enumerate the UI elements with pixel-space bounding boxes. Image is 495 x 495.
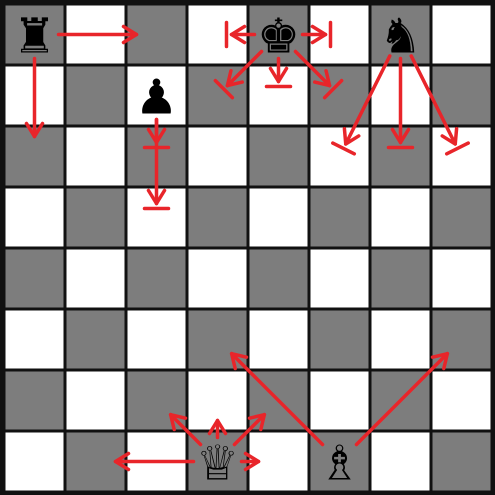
square-b2[interactable]: [65, 370, 126, 431]
square-d5[interactable]: [187, 187, 248, 248]
square-c4[interactable]: [126, 248, 187, 309]
square-h4[interactable]: [431, 248, 492, 309]
square-f3[interactable]: [309, 309, 370, 370]
black-king-icon[interactable]: ♚: [257, 9, 300, 65]
square-e4[interactable]: [248, 248, 309, 309]
square-h6[interactable]: [431, 126, 492, 187]
square-b3[interactable]: [65, 309, 126, 370]
square-a4[interactable]: [4, 248, 65, 309]
square-h2[interactable]: [431, 370, 492, 431]
square-f6[interactable]: [309, 126, 370, 187]
black-rook-icon[interactable]: ♜: [13, 9, 56, 65]
square-b5[interactable]: [65, 187, 126, 248]
square-a3[interactable]: [4, 309, 65, 370]
square-a5[interactable]: [4, 187, 65, 248]
square-g1[interactable]: [370, 431, 431, 492]
square-a2[interactable]: [4, 370, 65, 431]
square-g4[interactable]: [370, 248, 431, 309]
square-c3[interactable]: [126, 309, 187, 370]
square-b4[interactable]: [65, 248, 126, 309]
square-e5[interactable]: [248, 187, 309, 248]
square-a1[interactable]: [4, 431, 65, 492]
square-h8[interactable]: [431, 4, 492, 65]
square-h1[interactable]: [431, 431, 492, 492]
white-bishop-icon[interactable]: ♗: [318, 436, 361, 492]
square-e6[interactable]: [248, 126, 309, 187]
square-h5[interactable]: [431, 187, 492, 248]
white-queen-icon[interactable]: ♕: [196, 436, 239, 492]
square-b6[interactable]: [65, 126, 126, 187]
square-e3[interactable]: [248, 309, 309, 370]
square-d4[interactable]: [187, 248, 248, 309]
black-pawn-icon[interactable]: ♟: [135, 70, 178, 126]
square-g3[interactable]: [370, 309, 431, 370]
square-f4[interactable]: [309, 248, 370, 309]
square-d6[interactable]: [187, 126, 248, 187]
square-b7[interactable]: [65, 65, 126, 126]
square-f2[interactable]: [309, 370, 370, 431]
square-g5[interactable]: [370, 187, 431, 248]
black-knight-icon[interactable]: ♞: [379, 9, 422, 65]
square-f5[interactable]: [309, 187, 370, 248]
